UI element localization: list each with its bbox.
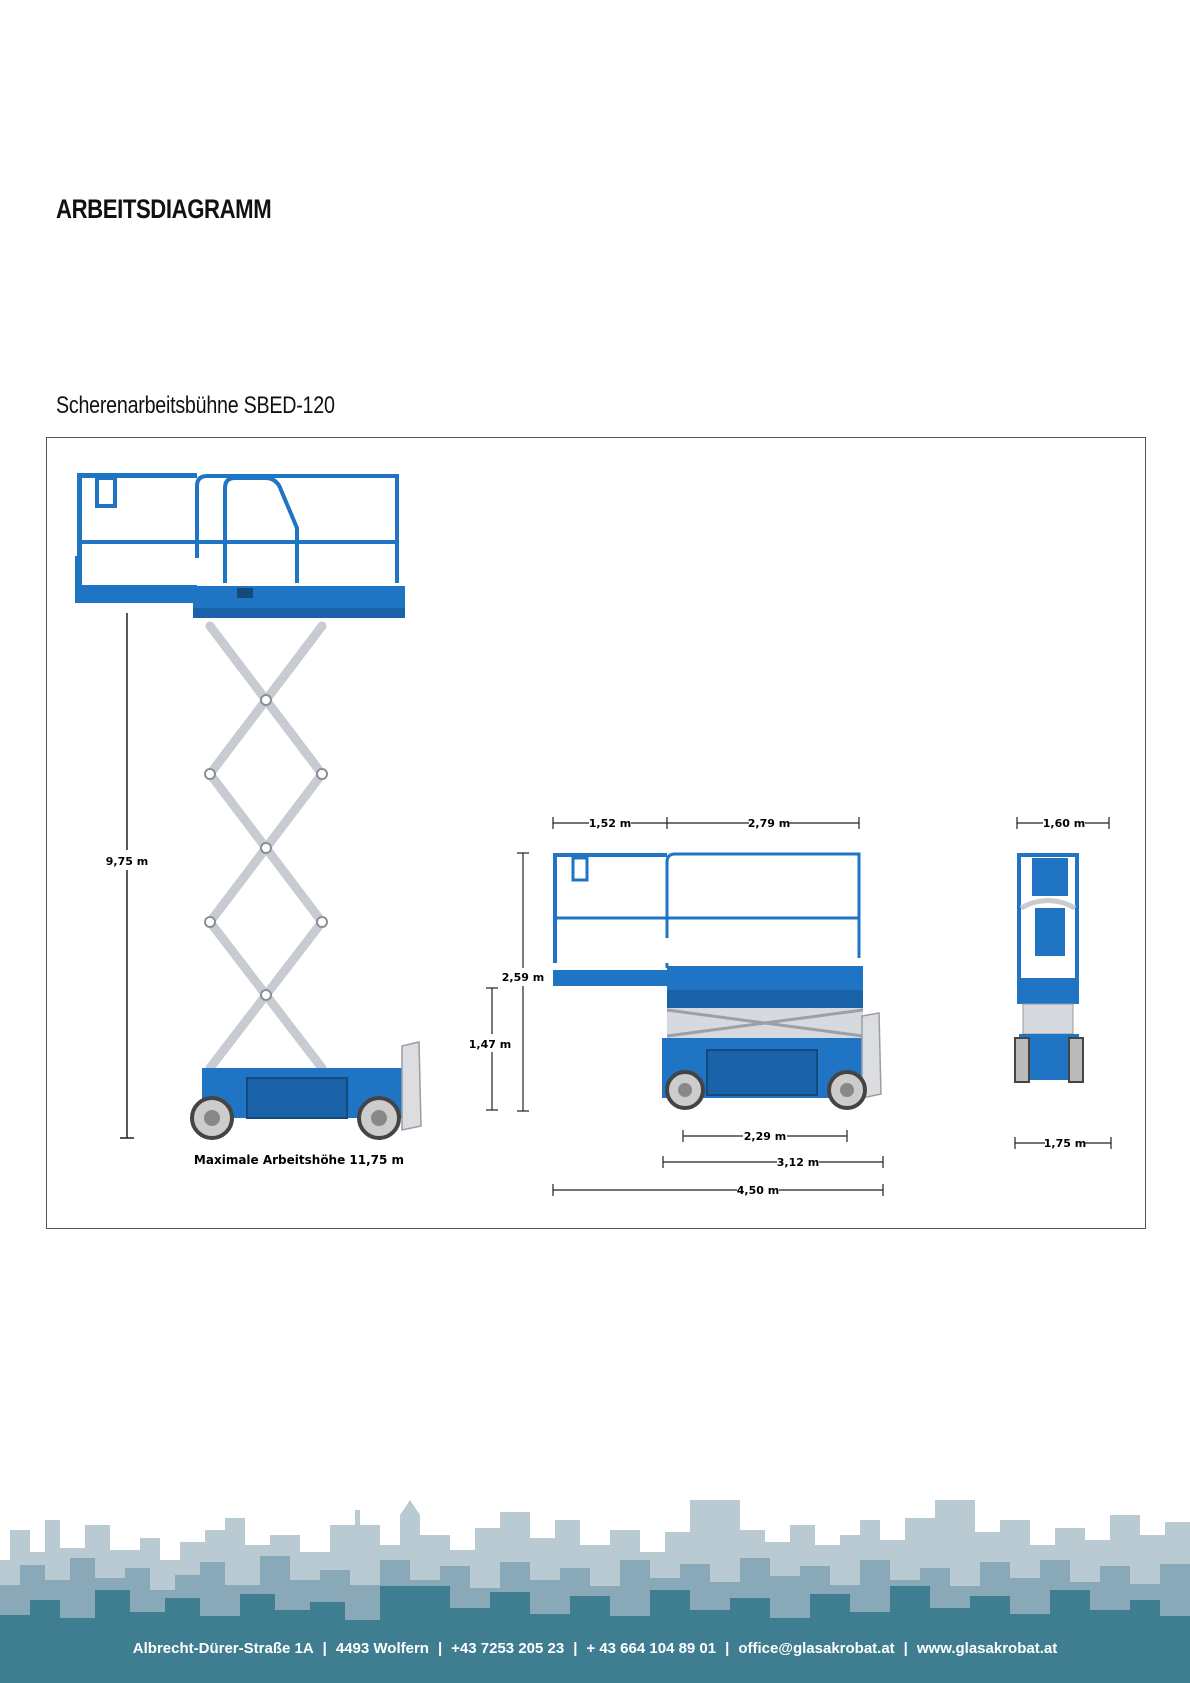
footer-mobile: + 43 664 104 89 01 [586,1640,717,1657]
height-dimension: 9,75 m [106,613,148,1139]
dim-wheelbase: 2,29 m [744,1130,786,1143]
page-heading: ARBEITSDIAGRAMM [56,194,272,224]
dim-top-left: 1,52 m [589,817,631,830]
dim-base-height: 1,47 m [469,1038,511,1051]
dim-front-top: 1,60 m [1043,817,1085,830]
footer-zip-city: 4493 Wolfern [335,1640,429,1657]
city-skyline-graphic [0,1500,1190,1683]
max-height-label: Maximale Arbeitshöhe 11,75 m [194,1153,404,1167]
dim-chassis: 3,12 m [777,1156,819,1169]
footer-email[interactable]: office@glasakrobat.at [738,1640,895,1657]
work-diagram-frame: 9,75 m Maximale Arbeitshöhe 11,75 m [46,437,1146,1229]
footer-phone: +43 7253 205 23 [451,1640,565,1657]
front-view-illustration [1014,853,1084,1083]
front-view-dimensions [1014,817,1112,1149]
dim-total-length: 4,50 m [737,1184,779,1197]
side-view-illustration [553,852,882,1110]
dim-side-height: 2,59 m [502,971,544,984]
dim-front-bottom: 1,75 m [1044,1137,1086,1150]
dim-top-right: 2,79 m [748,817,790,830]
height-label: 9,75 m [106,855,148,868]
side-view-dimensions [486,817,884,1196]
footer-address: Albrecht-Dürer-Straße 1A [132,1640,314,1657]
product-title: Scherenarbeitsbühne SBED-120 [56,392,335,419]
footer-contact: Albrecht-Dürer-Straße 1A|4493 Wolfern|+4… [132,1640,1058,1657]
footer-website[interactable]: www.glasakrobat.at [916,1640,1058,1657]
extended-lift-illustration [75,473,422,1140]
work-diagram: 9,75 m Maximale Arbeitshöhe 11,75 m [75,473,1112,1197]
